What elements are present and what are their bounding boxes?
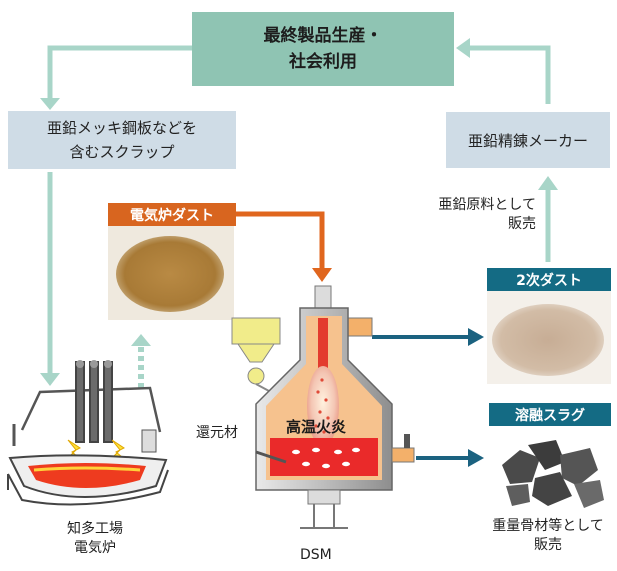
chita-line2: 電気炉: [74, 540, 116, 556]
sold-as-aggregate-label: 重量骨材等として 販売: [480, 517, 616, 555]
orange-arrow-dust-to-dsm: [236, 211, 325, 270]
molten-slag-tag: 溶融スラグ: [489, 403, 611, 426]
sold-as-zinc-raw-material: 亜鉛原料として 販売: [412, 196, 536, 234]
eaf-dust-tag: 電気炉ダスト: [108, 203, 236, 226]
electric-arc-furnace: [7, 360, 169, 506]
cycle-arrowheads: [40, 38, 558, 386]
final-products-line1: 最終製品生産・: [263, 26, 383, 46]
arrow-refiner-to-top: [468, 45, 551, 104]
scrap-box: 亜鉛メッキ鋼板などを 含むスクラップ: [8, 111, 236, 169]
slag-photo: [489, 425, 611, 515]
scrap-line1: 亜鉛メッキ鋼板などを: [46, 119, 197, 137]
dsm-label: DSM: [300, 547, 332, 563]
sold-raw-line1: 亜鉛原料として: [438, 197, 536, 213]
eaf-dust-photo: [108, 226, 234, 320]
zinc-refiner-label: 亜鉛精錬メーカー: [467, 131, 588, 150]
aggregate-line1: 重量骨材等として: [492, 518, 604, 534]
sold-raw-line2: 販売: [508, 216, 536, 232]
final-products-box: 最終製品生産・ 社会利用: [192, 12, 454, 86]
chita-line1: 知多工場: [67, 521, 123, 537]
final-products-line2: 社会利用: [289, 52, 357, 72]
aggregate-line2: 販売: [534, 537, 562, 553]
arrow-top-to-scrap: [47, 45, 192, 100]
dsm-furnace: [231, 285, 415, 529]
high-temp-flame-label: 高温火炎: [286, 418, 347, 436]
secondary-dust-tag: 2次ダスト: [487, 268, 611, 291]
zinc-refiner-box: 亜鉛精錬メーカー: [446, 112, 610, 168]
cycle-arrows: [47, 45, 551, 375]
reducing-agent-label: 還元材: [196, 425, 238, 441]
secondary-dust-photo: [487, 291, 611, 384]
chita-plant-label: 知多工場 電気炉: [40, 520, 150, 558]
scrap-line2: 含むスクラップ: [69, 143, 175, 161]
